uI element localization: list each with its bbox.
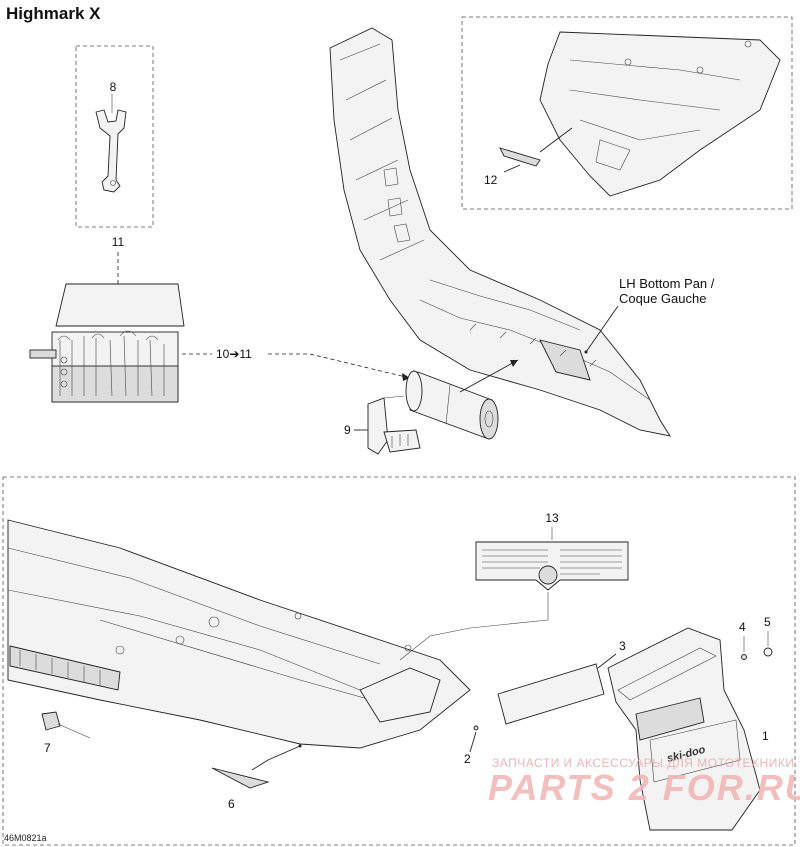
callout-5: 5 — [764, 615, 771, 629]
callout-11: 11 — [112, 235, 125, 249]
watermark-line2: PARTS 2 FOR.RU — [488, 767, 800, 808]
screw-2 — [473, 725, 479, 731]
callout-4: 4 — [739, 620, 746, 634]
callout-9: 9 — [344, 423, 351, 437]
callout-6: 6 — [228, 797, 235, 811]
callout-12: 12 — [484, 173, 498, 187]
callout-3: 3 — [619, 639, 626, 653]
watermark-line1: ЗАПЧАСТИ И АКСЕССУАРЫ ДЛЯ МОТОТЕХНИКИ — [492, 756, 794, 770]
callout-2: 2 — [464, 752, 471, 766]
tool-tube-illustration — [405, 370, 499, 440]
callout-13: 13 — [545, 511, 559, 525]
diagram-title: Highmark X — [6, 4, 101, 23]
callout-10-11: 10➔11 — [216, 347, 252, 361]
callout-1: 1 — [762, 729, 769, 743]
nut-4 — [741, 654, 747, 660]
mud-flap-plate-3 — [497, 663, 605, 725]
inset-detail-box — [461, 16, 793, 210]
bottom-pan-frame-illustration — [329, 27, 671, 437]
tool-kit-illustration — [29, 283, 185, 403]
bottom-pan-label-line1: LH Bottom Pan / — [619, 276, 715, 291]
watermark: ЗАПЧАСТИ И АКСЕССУАРЫ ДЛЯ МОТОТЕХНИКИ PA… — [488, 756, 800, 808]
snow-flap-1: ski-doo — [607, 627, 761, 831]
reflector-wedge-6 — [211, 767, 270, 789]
callout-8: 8 — [110, 80, 117, 94]
tube-bracket-illustration — [367, 395, 421, 455]
wrench-illustration — [95, 94, 127, 193]
rear-tunnel-illustration — [7, 519, 471, 749]
callout-7: 7 — [44, 741, 51, 755]
inset-pan-illustration — [539, 31, 781, 197]
decal-strip-12 — [499, 147, 541, 167]
drawing-code: 46M0821a — [4, 833, 47, 843]
clip-illustration — [41, 711, 61, 731]
bottom-pan-label-line2: Coque Gauche — [619, 291, 706, 306]
warning-decal-13 — [475, 541, 629, 591]
rear-detail-box — [2, 476, 796, 846]
washer-5 — [763, 647, 773, 657]
wrench-detail-box — [75, 45, 154, 228]
